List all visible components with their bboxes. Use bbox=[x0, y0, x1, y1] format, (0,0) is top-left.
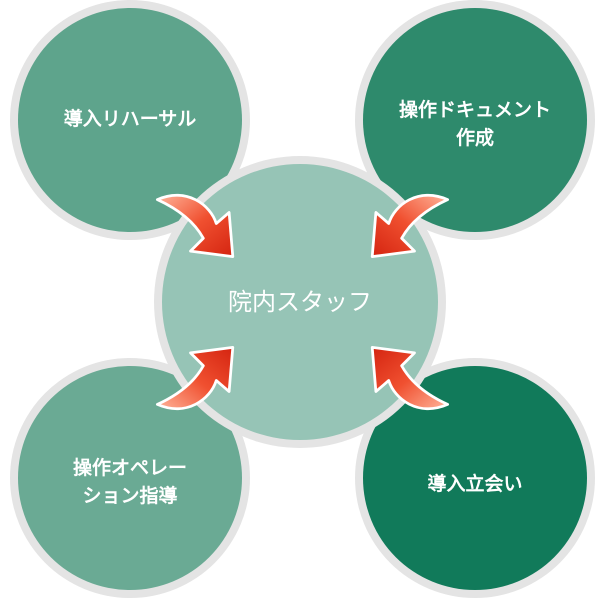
node-bottom-right bbox=[355, 358, 595, 598]
node-top-left-label: 導入リハーサル bbox=[63, 108, 197, 131]
node-bottom-left bbox=[10, 358, 250, 598]
center-label: 院内スタッフ bbox=[228, 287, 372, 316]
node-bottom-left-label: 操作オペレー ション指導 bbox=[72, 457, 187, 507]
node-circle bbox=[18, 8, 242, 232]
node-bottom-right-label: 導入立会い bbox=[427, 473, 523, 496]
node-circle bbox=[363, 8, 587, 232]
node-top-right bbox=[355, 0, 595, 240]
node-top-right-label: 操作ドキュメント 作成 bbox=[398, 99, 551, 149]
node-circle bbox=[18, 366, 242, 590]
node-top-left bbox=[10, 0, 250, 240]
node-circle bbox=[363, 366, 587, 590]
